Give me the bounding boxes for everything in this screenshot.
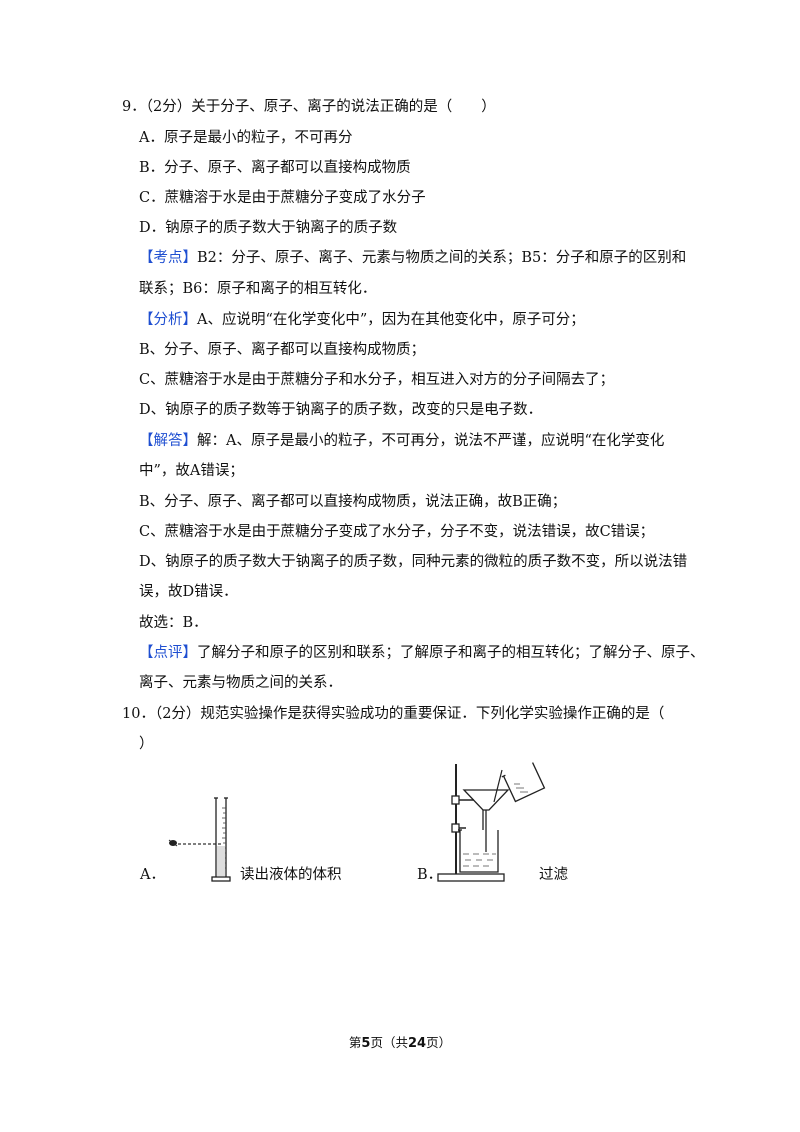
- q9-jieda-line7: 故选：B．: [139, 615, 208, 631]
- q9-jieda-line6: 误，故D错误．: [139, 584, 238, 600]
- footer-page-number: 5: [361, 1036, 371, 1051]
- pouring-beaker-icon: [501, 762, 546, 803]
- q9-option-c: C．蔗糖溶于水是由于蔗糖分子变成了水分子: [139, 190, 426, 206]
- footer-mid: 页（共: [370, 1035, 408, 1050]
- q10-option-a-letter: A．: [140, 867, 165, 883]
- q9-fenxi-line3: C、蔗糖溶于水是由于蔗糖分子和水分子，相互进入对方的分子间隔去了；: [139, 372, 615, 388]
- q10-stem-line1: 10．（2分）规范实验操作是获得实验成功的重要保证．下列化学实验操作正确的是（: [122, 706, 665, 722]
- kaodian-text-1: B2：分子、原子、离子、元素与物质之间的关系；B5：分子和原子的区别和: [197, 250, 687, 266]
- q9-option-b: B．分子、原子、离子都可以直接构成物质: [139, 160, 411, 176]
- jieda-text-1: 解：A、原子是最小的粒子，不可再分，说法不严谨，应说明“在化学变化: [197, 433, 665, 449]
- footer-total-pages: 24: [407, 1036, 427, 1051]
- eye-icon: [168, 839, 178, 847]
- fenxi-text-1: A、应说明“在化学变化中”，因为在其他变化中，原子可分；: [197, 312, 585, 328]
- footer-prefix: 第: [348, 1035, 362, 1050]
- q9-jieda-line3: B、分子、原子、离子都可以直接构成物质，说法正确，故B正确；: [139, 494, 567, 510]
- q10-stem-line2: ）: [139, 736, 154, 752]
- q9-fenxi-line2: B、分子、原子、离子都可以直接构成物质；: [139, 342, 426, 358]
- q9-fenxi-line1: 【分析】A、应说明“在化学变化中”，因为在其他变化中，原子可分；: [139, 310, 585, 330]
- q9-option-a: A．原子是最小的粒子，不可再分: [139, 130, 353, 146]
- q9-dianping-line1: 【点评】了解分子和原子的区别和联系；了解原子和离子的相互转化；了解分子、原子、: [139, 643, 705, 663]
- cylinder-icon: [211, 797, 231, 882]
- page-footer: 第5页（共24页）: [0, 1032, 800, 1051]
- q9-stem: 9．（2分）关于分子、原子、离子的说法正确的是（ ）: [122, 99, 496, 115]
- q9-jieda-line4: C、蔗糖溶于水是由于蔗糖分子变成了水分子，分子不变，说法错误，故C错误；: [139, 524, 655, 540]
- filtration-apparatus-illustration: [437, 762, 546, 882]
- q9-kaodian-line1: 【考点】B2：分子、原子、离子、元素与物质之间的关系；B5：分子和原子的区别和: [139, 248, 686, 268]
- q9-kaodian-line2: 联系；B6：原子和离子的相互转化．: [139, 281, 377, 297]
- fenxi-tag: 【分析】: [139, 312, 197, 328]
- jieda-tag: 【解答】: [139, 433, 197, 449]
- dianping-text-1: 了解分子和原子的区别和联系；了解原子和离子的相互转化；了解分子、原子、: [197, 645, 705, 661]
- q10-option-a-caption: 读出液体的体积: [240, 867, 342, 883]
- glass-rod: [493, 769, 503, 803]
- q9-option-d: D．钠原子的质子数大于钠离子的质子数: [139, 220, 398, 236]
- q10-option-b-caption: 过滤: [539, 867, 568, 883]
- q10-option-b-letter: B．: [417, 867, 443, 883]
- q9-dianping-line2: 离子、元素与物质之间的关系．: [139, 675, 342, 691]
- q9-jieda-line5: D、钠原子的质子数大于钠离子的质子数，同种元素的微粒的质子数不变，所以说法错: [139, 554, 688, 570]
- beaker-icon: [458, 829, 499, 873]
- funnel-icon: [462, 789, 510, 852]
- graduated-cylinder-illustration: [168, 797, 231, 882]
- q9-jieda-line2: 中”，故A错误；: [139, 463, 244, 479]
- kaodian-tag: 【考点】: [139, 250, 197, 266]
- stand-base: [437, 873, 505, 882]
- footer-suffix: 页）: [426, 1035, 452, 1050]
- dianping-tag: 【点评】: [139, 645, 197, 661]
- q9-fenxi-line4: D、钠原子的质子数等于钠离子的质子数，改变的只是电子数．: [139, 402, 543, 418]
- q9-jieda-line1: 【解答】解：A、原子是最小的粒子，不可再分，说法不严谨，应说明“在化学变化: [139, 431, 664, 451]
